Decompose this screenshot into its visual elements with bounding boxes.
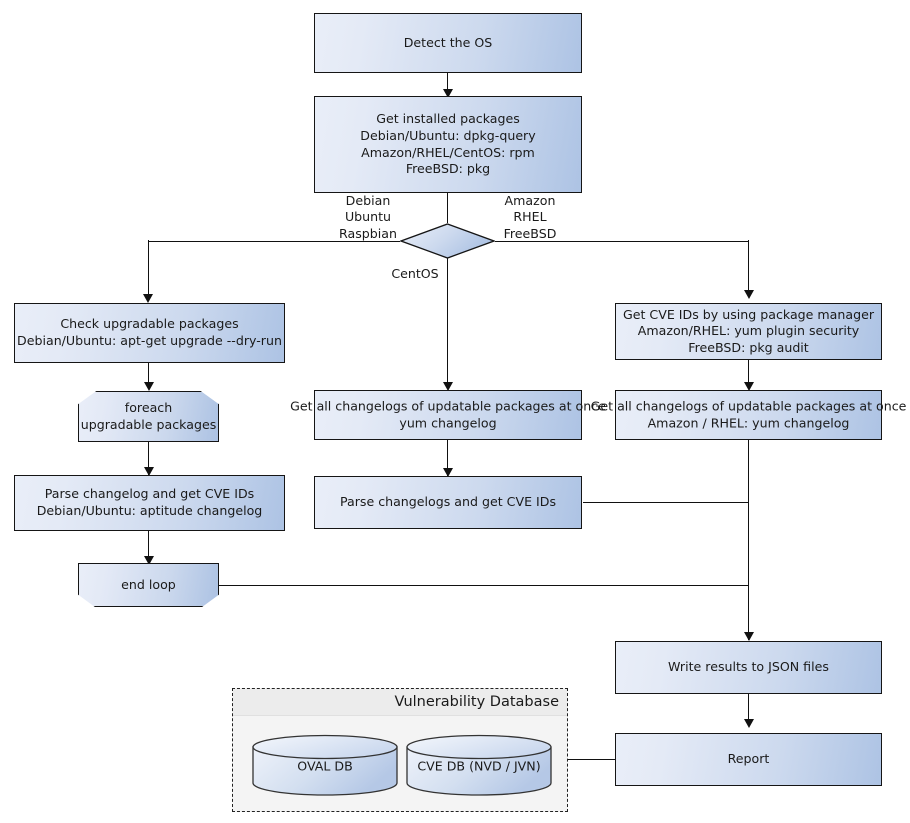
node-cve-db[interactable]: CVE DB (NVD / JVN) — [405, 734, 553, 796]
node-get-changelogs-centos-text: Get all changelogs of updatable packages… — [290, 398, 606, 431]
node-get-changelogs-rhel-line2: Amazon / RHEL: yum changelog — [647, 415, 850, 430]
edge-label-down-branch: CentOS — [391, 266, 439, 281]
edge-decision-left — [148, 240, 400, 242]
node-get-changelogs-rhel-text: Get all changelogs of updatable packages… — [591, 398, 907, 431]
node-get-cve-ids-pkgmgr-line3: FreeBSD: pkg audit — [688, 339, 809, 355]
arrowhead-parse-to-endloop — [143, 556, 154, 565]
arrowhead-detect-to-install — [442, 89, 453, 98]
node-get-changelogs-rhel[interactable]: Get all changelogs of updatable packages… — [591, 390, 906, 440]
node-get-changelogs-centos[interactable]: Get all changelogs of updatable packages… — [290, 390, 606, 440]
arrowhead-check-to-foreach — [143, 382, 154, 391]
node-get-cve-ids-pkgmgr-line2: Amazon/RHEL: yum plugin security — [637, 323, 860, 339]
database-cylinder-icon — [252, 734, 398, 796]
node-parse-changelogs-centos[interactable]: Parse changelogs and get CVE IDs — [314, 476, 582, 529]
arrowhead-centos-changelog-to-parse — [442, 468, 453, 477]
edge-decision-right-down — [748, 240, 750, 292]
node-report-label: Report — [727, 751, 770, 767]
edge-decision-right — [495, 240, 749, 242]
decision-diamond-icon — [399, 223, 496, 259]
node-detect-os-label: Detect the OS — [403, 34, 493, 50]
node-foreach-loop-line1: foreach — [124, 399, 173, 415]
edge-install-to-decision — [447, 193, 449, 223]
node-get-cve-ids-pkgmgr[interactable]: Get CVE IDs by using package manager Ama… — [615, 303, 882, 360]
edge-foreach-to-parse — [148, 442, 150, 475]
edge-centos-parse-to-trunk — [583, 502, 749, 504]
loop-start-shape — [78, 391, 219, 442]
edge-decision-left-down — [147, 240, 149, 296]
node-parse-changelog-debian-line1: Parse changelog and get CVE IDs — [44, 486, 255, 502]
edge-write-to-report — [748, 694, 750, 726]
node-get-installed-packages-line4: FreeBSD: pkg — [405, 161, 491, 177]
node-get-changelogs-centos-line2: yum changelog — [399, 415, 497, 430]
node-check-upgradable[interactable]: Check upgradable packages Debian/Ubuntu:… — [14, 303, 285, 363]
group-vulnerability-database-title: Vulnerability Database — [233, 689, 567, 716]
node-get-installed-packages-line1: Get installed packages — [376, 111, 520, 127]
group-vulnerability-database: Vulnerability Database O — [232, 688, 568, 812]
node-get-changelogs-centos-line1: Get all changelogs of updatable packages… — [290, 398, 606, 414]
arrowhead-write-to-report — [743, 719, 754, 728]
edge-cve-to-changelog — [748, 360, 750, 389]
database-cylinder-icon — [406, 734, 552, 796]
node-parse-changelog-debian[interactable]: Parse changelog and get CVE IDs Debian/U… — [14, 475, 285, 531]
edge-decision-down — [447, 258, 449, 386]
node-get-cve-ids-pkgmgr-line1: Get CVE IDs by using package manager — [622, 306, 875, 322]
edge-detect-to-install — [447, 73, 449, 95]
node-get-installed-packages[interactable]: Get installed packages Debian/Ubuntu: dp… — [314, 96, 582, 193]
arrowhead-decision-down — [442, 382, 453, 391]
node-write-results-label: Write results to JSON files — [668, 659, 829, 675]
edge-label-left-branch: Debian Ubuntu Raspbian — [339, 193, 397, 241]
edge-trunk-to-write — [748, 440, 750, 640]
node-report[interactable]: Report — [615, 733, 882, 786]
node-parse-changelogs-centos-label: Parse changelogs and get CVE IDs — [339, 494, 557, 510]
node-get-changelogs-rhel-line1: Get all changelogs of updatable packages… — [590, 398, 907, 414]
edge-vulndb-to-report — [568, 759, 616, 761]
edge-parse-to-endloop — [148, 531, 150, 563]
arrowhead-decision-right — [743, 290, 754, 299]
arrowhead-cve-to-changelog — [743, 382, 754, 391]
arrowhead-trunk-to-write — [743, 632, 754, 641]
arrowhead-decision-left — [143, 294, 153, 303]
node-get-installed-packages-line2: Debian/Ubuntu: dpkg-query — [360, 127, 536, 143]
loop-end-shape — [78, 563, 219, 607]
node-check-upgradable-line2: Debian/Ubuntu: apt-get upgrade --dry-run — [17, 333, 282, 348]
node-os-decision[interactable] — [399, 223, 496, 259]
node-foreach-loop-line2: upgradable packages — [80, 416, 217, 432]
node-end-loop[interactable]: end loop — [78, 563, 219, 607]
node-foreach-loop[interactable]: foreach upgradable packages — [78, 391, 219, 442]
edge-check-to-foreach — [148, 363, 150, 388]
node-parse-changelog-debian-line2: Debian/Ubuntu: aptitude changelog — [36, 503, 263, 518]
edge-endloop-to-trunk — [219, 585, 749, 587]
node-foreach-loop-text: foreach upgradable packages — [78, 400, 219, 433]
edge-label-right-branch: Amazon RHEL FreeBSD — [503, 193, 557, 241]
node-end-loop-label: end loop — [121, 576, 176, 592]
node-oval-db[interactable]: OVAL DB — [251, 734, 399, 796]
node-get-installed-packages-line3: Amazon/RHEL/CentOS: rpm — [361, 144, 535, 160]
node-check-upgradable-line1: Check upgradable packages — [60, 316, 239, 332]
node-write-results[interactable]: Write results to JSON files — [615, 641, 882, 694]
arrowhead-foreach-to-parse — [143, 467, 154, 476]
edge-centos-changelog-to-parse — [447, 440, 449, 476]
node-detect-os[interactable]: Detect the OS — [314, 13, 582, 73]
